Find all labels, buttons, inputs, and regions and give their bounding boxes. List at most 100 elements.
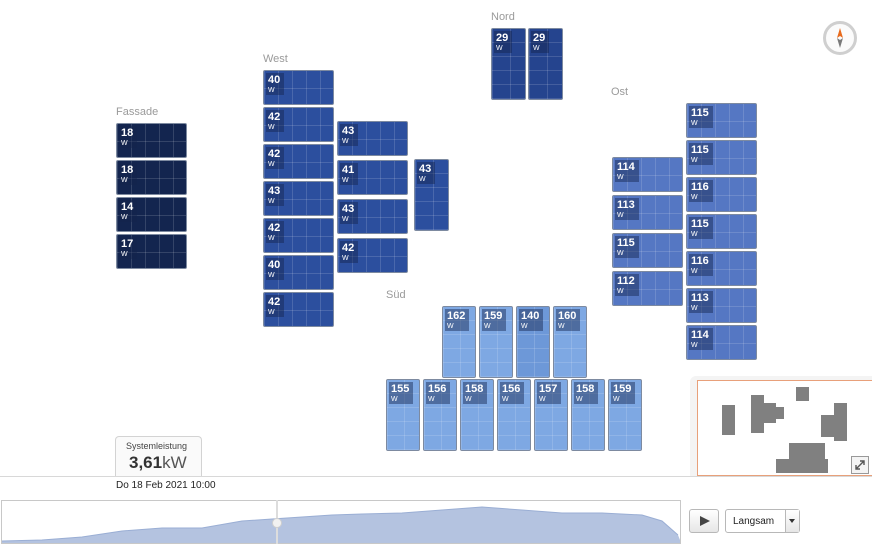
panel-power-value: 43 (419, 163, 432, 175)
panel-label-tag (340, 241, 358, 263)
speed-select[interactable]: Langsam (725, 509, 800, 533)
panel-power-value: 159 (484, 310, 503, 322)
minimap[interactable] (697, 380, 872, 476)
panel-power-value: 158 (576, 383, 595, 395)
group-label-ost: Ost (611, 86, 629, 98)
panel-power-value: 156 (428, 383, 447, 395)
panel-power-unit: W (617, 212, 624, 219)
timeline-chart[interactable] (1, 500, 681, 544)
panel-power-value: 162 (447, 310, 466, 322)
panel-label-tag (426, 382, 450, 404)
panel-label-tag (689, 217, 713, 239)
panel-power-unit: W (617, 174, 624, 181)
panel-power-unit: W (533, 45, 540, 52)
panel-power-value: 18 (121, 127, 134, 139)
play-button[interactable] (689, 509, 719, 533)
panel-power-value: 42 (268, 222, 281, 234)
system-power-label: Systemleistung (126, 441, 188, 451)
panel-power-value: 43 (342, 125, 355, 137)
divider (0, 476, 872, 477)
resize-icon[interactable] (851, 456, 869, 474)
panel-label-tag (689, 106, 713, 128)
panel-label-tag (615, 236, 639, 258)
panel-label-tag (689, 254, 713, 276)
panel-label-tag (500, 382, 524, 404)
panel-label-tag (615, 160, 639, 182)
panel-label-tag (463, 382, 487, 404)
panel-label-tag (266, 221, 284, 243)
panel-power-unit: W (502, 396, 509, 403)
panel-label-tag (119, 126, 137, 148)
panel-power-unit: W (691, 157, 698, 164)
panel-power-unit: W (419, 176, 426, 183)
timeline-slider-handle[interactable] (272, 500, 282, 544)
group-label-west: West (263, 53, 288, 65)
panel-power-unit: W (539, 396, 546, 403)
panel-power-value: 115 (691, 144, 709, 156)
panel-power-value: 113 (691, 292, 709, 304)
panel-power-value: 157 (539, 383, 558, 395)
panel-label-tag (519, 309, 543, 331)
panel-power-value: 158 (465, 383, 484, 395)
group-label-fassade: Fassade (116, 106, 159, 118)
panel-label-tag (266, 295, 284, 317)
minimap-block (834, 403, 847, 441)
panel-label-tag (389, 382, 413, 404)
panel-label-tag (266, 110, 284, 132)
panel-power-unit: W (465, 396, 472, 403)
panel-power-unit: W (617, 250, 624, 257)
panel-power-unit: W (691, 120, 698, 127)
panel-label-tag (689, 143, 713, 165)
compass-icon[interactable] (823, 21, 857, 55)
panel-power-value: 40 (268, 259, 281, 271)
panel-power-value: 40 (268, 74, 281, 86)
panel-power-value: 43 (342, 203, 355, 215)
panel-power-unit: W (268, 124, 275, 131)
panel-power-value: 160 (558, 310, 577, 322)
panel-label-tag (531, 31, 549, 53)
panel-power-unit: W (268, 272, 275, 279)
minimap-block (764, 403, 776, 423)
